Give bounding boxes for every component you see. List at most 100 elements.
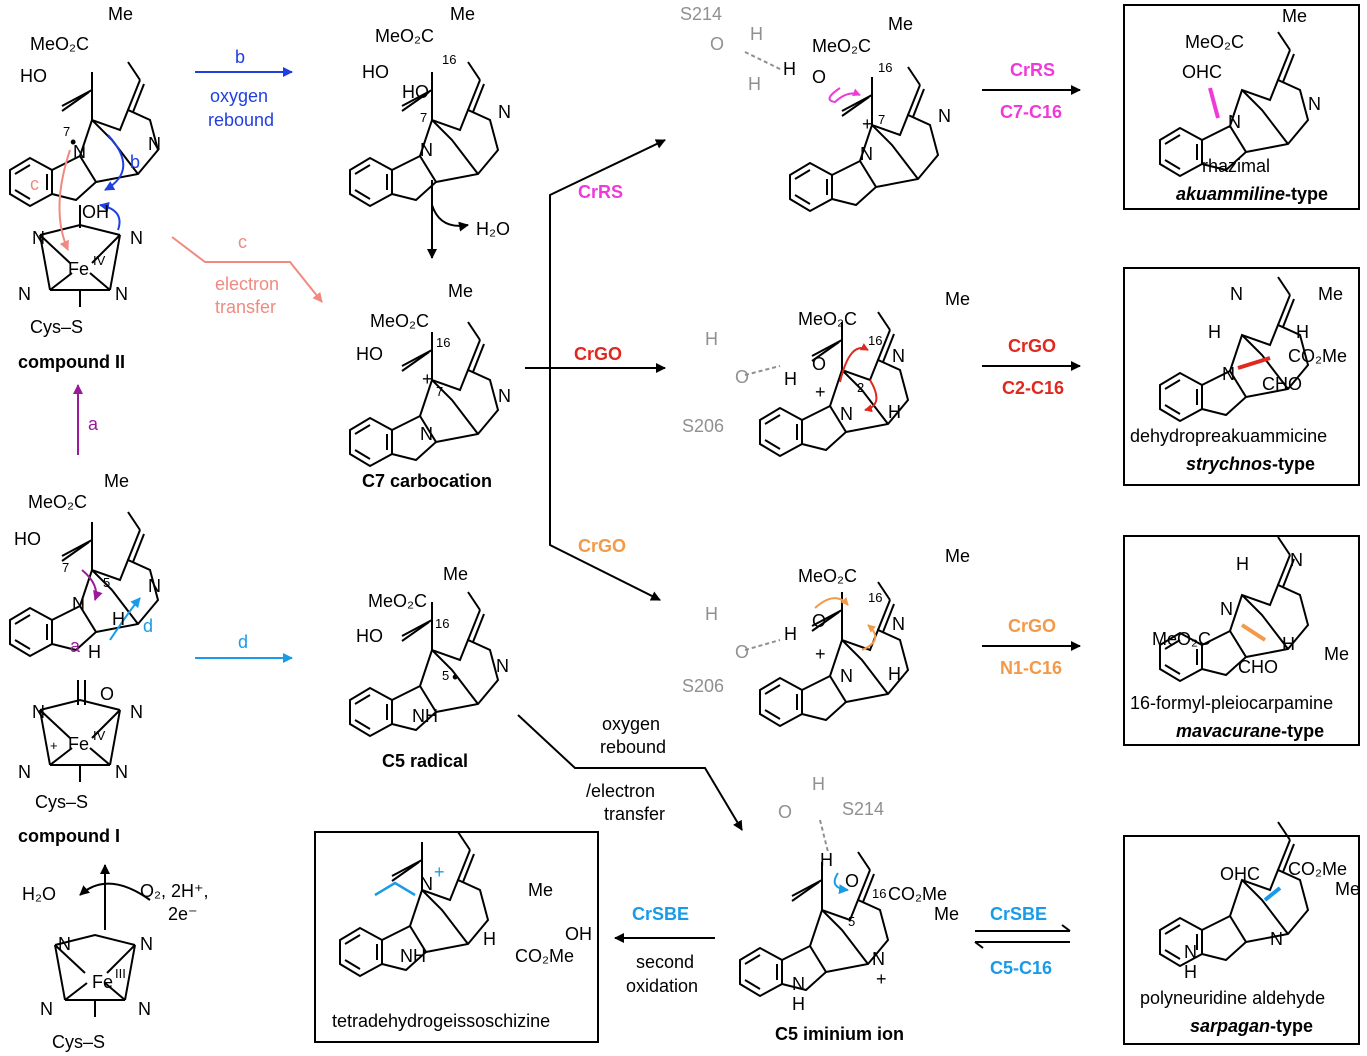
crgo-ts1-skeleton — [759, 311, 909, 457]
mv-h-right: H — [1282, 634, 1295, 654]
c2-heme-n2: N — [130, 228, 143, 248]
rh-ohc: OHC — [1182, 62, 1222, 82]
sp-ohc: OHC — [1220, 864, 1260, 884]
step-c-letter: c — [238, 232, 247, 252]
crgo1-n-indolenine: N — [840, 404, 853, 424]
c1-hn: H — [88, 642, 101, 662]
im-n-plus: N — [872, 949, 885, 969]
step-b-text1: oxygen — [210, 86, 268, 106]
crgo2-me: Me — [945, 546, 970, 566]
mv-me: Me — [1324, 644, 1349, 664]
mavacurane-type: mavacurane-type — [1176, 721, 1324, 741]
strychnos-type: strychnos-type — [1186, 454, 1315, 474]
im-h: H — [820, 850, 833, 870]
c2-heme-n3: N — [18, 284, 31, 304]
sp-h-indole: H — [1184, 962, 1197, 982]
c1-heme-n4: N — [115, 762, 128, 782]
crgo1-n-bridge: N — [892, 346, 905, 366]
crgo1-meo2c: MeO₂C — [798, 309, 857, 329]
step-b-letter: b — [235, 47, 245, 67]
sarpagan-box — [1123, 835, 1360, 1045]
rest-fe: Fe — [92, 972, 113, 992]
crrs-n-bridge: N — [938, 106, 951, 126]
arrow-rebound-iminium — [517, 714, 743, 831]
im-me: Me — [934, 904, 959, 924]
compound-ii-label: compound II — [18, 352, 125, 372]
crgo1-pos2: 2 — [857, 380, 864, 395]
rh-meo2c: MeO₂C — [1185, 32, 1244, 52]
crgo1-s206-h: H — [705, 329, 718, 349]
im-pos5: 5 — [848, 914, 855, 929]
hx-pos7: 7 — [420, 110, 427, 125]
c5r-me: Me — [443, 564, 468, 584]
step-c-text1: electron — [215, 274, 279, 294]
mech-d-letter: d — [143, 616, 153, 636]
c7-meo2c: MeO₂C — [370, 311, 429, 331]
o2-line2: 2e⁻ — [168, 904, 198, 924]
crgo-ts2-skeleton — [759, 581, 909, 727]
crrs-o: O — [812, 67, 826, 87]
crgo1-plus: + — [815, 382, 826, 402]
c2-n-indolenine: N — [73, 142, 86, 162]
crgo2-n-indolenine: N — [840, 666, 853, 686]
td-co2me: CO₂Me — [515, 946, 574, 966]
crgo1-o: O — [812, 354, 826, 374]
c7-me: Me — [448, 281, 473, 301]
pleiocarpamine-name: 16-formyl-pleiocarpamine — [1130, 693, 1333, 713]
mv-n-top: N — [1290, 550, 1303, 570]
c1-n-indolenine: N — [72, 594, 85, 614]
td-n-plus: N — [420, 874, 433, 894]
crgo2-h: H — [784, 624, 797, 644]
arrow-electron-transfer — [171, 236, 323, 303]
second-oxidation-2: oxidation — [626, 976, 698, 996]
mech-c-letter: c — [30, 174, 39, 194]
sp-n-bridge: N — [1270, 929, 1283, 949]
akuammiline-box — [1123, 4, 1360, 210]
crsbe-bond: C5-C16 — [990, 958, 1052, 978]
rhazimal-name: rhazimal — [1202, 156, 1270, 176]
st-n-top: N — [1230, 284, 1243, 304]
c2-cys-s: Cys–S — [30, 317, 83, 337]
c2-pos7: 7 — [63, 124, 70, 139]
c2-fe-iv: IV — [93, 253, 106, 268]
im-o: O — [845, 871, 859, 891]
im-n-indole: N — [792, 974, 805, 994]
crgo1-h-bottom: H — [888, 402, 901, 422]
mavacurane-box — [1123, 535, 1360, 746]
c2-oh: OH — [82, 202, 109, 222]
hx-ho: HO — [362, 62, 389, 82]
to-mavacurane-bond: N1-C16 — [1000, 658, 1062, 678]
c1-heme-n2: N — [130, 702, 143, 722]
st-co2me: CO₂Me — [1288, 346, 1347, 366]
st-n-indolenine: N — [1222, 364, 1235, 384]
c2-heme-n4: N — [115, 284, 128, 304]
crrs-plus: + — [862, 114, 873, 134]
compound-i-label: compound I — [18, 826, 120, 846]
crgo1-s206-o: O — [735, 367, 749, 387]
rest-fe-iii: III — [115, 966, 126, 981]
water-release: H₂O — [22, 884, 56, 904]
im-co2me: CO₂Me — [888, 884, 947, 904]
akuammiline-type: akuammiline-type — [1176, 184, 1328, 204]
crrs-pos7: 7 — [878, 112, 885, 127]
polyneuridine-name: polyneuridine aldehyde — [1140, 988, 1325, 1008]
hx-me: Me — [450, 4, 475, 24]
branch-crgo-red: CrGO — [574, 344, 622, 364]
sp-me: Me — [1335, 879, 1360, 899]
c2-ho: HO — [20, 66, 47, 86]
crgo2-s206-h: H — [705, 604, 718, 624]
c2-me: Me — [108, 4, 133, 24]
c2-fe: Fe — [68, 259, 89, 279]
c5-iminium-label: C5 iminium ion — [775, 1024, 904, 1044]
c5r-n-bridge: N — [496, 656, 509, 676]
rest-cys-s: Cys–S — [52, 1032, 105, 1052]
step-d-letter: d — [238, 632, 248, 652]
crrs-meo2c: MeO₂C — [812, 36, 871, 56]
im-pos16: 16 — [872, 886, 886, 901]
mech-b-letter: b — [130, 152, 140, 172]
st-cho: CHO — [1262, 374, 1302, 394]
im-s214-dash: O — [778, 802, 792, 822]
c5r-ho: HO — [356, 626, 383, 646]
crgo2-s206-o: O — [735, 642, 749, 662]
sp-co2me: CO₂Me — [1288, 859, 1347, 879]
